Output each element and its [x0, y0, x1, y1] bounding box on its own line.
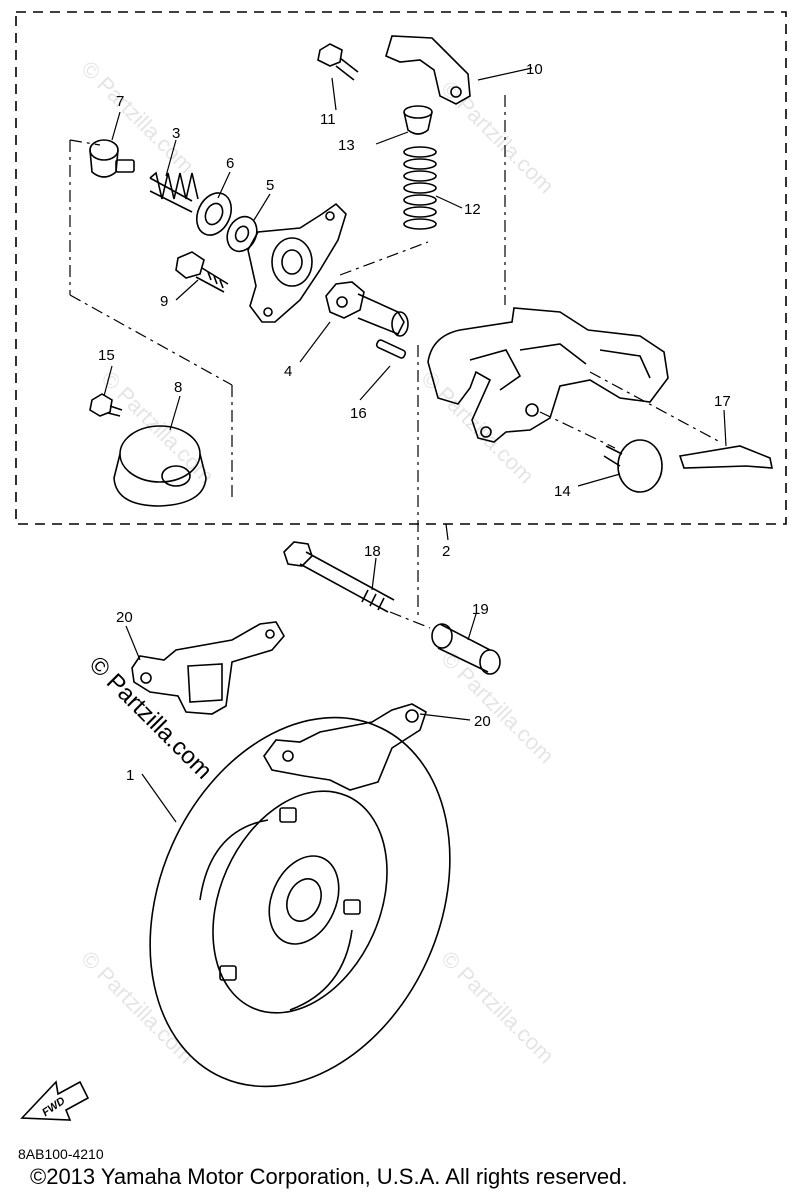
callout-3: 3 [172, 125, 180, 142]
callout-15: 15 [98, 347, 115, 364]
part-19-sleeve [431, 623, 501, 675]
alignment-lines [69, 95, 721, 629]
watermarks: © Partzilla.com © Partzilla.com © Partzi… [76, 56, 559, 1069]
part-20-brake-pad-left [131, 621, 285, 715]
caliper-body [427, 307, 669, 443]
callout-12: 12 [464, 201, 481, 218]
leader-lines [103, 67, 727, 823]
part-6-circlip [195, 192, 233, 236]
callout-20-disc: 20 [474, 713, 491, 730]
part-7-bleed-screw [89, 139, 135, 178]
callout-6: 6 [226, 155, 234, 172]
watermark: © Partzilla.com [96, 366, 219, 489]
watermark: © Partzilla.com [76, 56, 199, 179]
callout-5: 5 [266, 177, 274, 194]
callout-13: 13 [338, 137, 355, 154]
callout-2: 2 [442, 543, 450, 560]
watermark: © Partzilla.com [76, 946, 199, 1069]
callout-18: 18 [364, 543, 381, 560]
callout-17: 17 [714, 393, 731, 410]
part-1-brake-disc [149, 716, 451, 1088]
callout-10: 10 [526, 61, 543, 78]
callout-14: 14 [554, 483, 571, 500]
callout-20-left: 20 [116, 609, 133, 626]
copyright-notice: ©2013 Yamaha Motor Corporation, U.S.A. A… [30, 1164, 628, 1189]
callout-9: 9 [160, 293, 168, 310]
part-16-pin [375, 339, 407, 359]
part-13-plug [403, 105, 433, 135]
callout-4: 4 [284, 363, 292, 380]
part-14-pin [603, 439, 663, 493]
part-12-spring [403, 146, 437, 230]
part-15-bolt [89, 393, 123, 417]
part-8-cap [113, 425, 207, 507]
watermark: © Partzilla.com [436, 76, 559, 199]
watermark-main: © Partzilla.com [84, 651, 217, 784]
watermark: © Partzilla.com [416, 366, 539, 489]
callout-7: 7 [116, 93, 124, 110]
callout-1: 1 [126, 767, 134, 784]
callout-19: 19 [472, 601, 489, 618]
caliper-bracket [247, 202, 347, 323]
part-3-spring [149, 171, 199, 213]
part-20-brake-pad-disc [263, 703, 427, 791]
part-10-bracket-arm [385, 35, 471, 105]
watermark: © Partzilla.com [436, 946, 559, 1069]
callouts: 1 2 3 4 5 6 7 8 9 10 11 12 13 14 15 16 1… [98, 61, 731, 784]
callout-8: 8 [174, 379, 182, 396]
part-11-bolt [317, 43, 359, 81]
watermark: © Partzilla.com [436, 646, 559, 769]
caliper-assembly-boundary [15, 11, 787, 525]
fwd-label: FWD [40, 1095, 67, 1119]
fwd-arrow-icon [20, 1080, 90, 1121]
part-18-long-bolt [283, 541, 395, 613]
part-9-bolt [175, 251, 229, 293]
part-17-clip [678, 445, 773, 469]
diagram-code: 8AB100-4210 [18, 1146, 104, 1162]
part-5-washer [226, 215, 258, 253]
callout-11: 11 [320, 111, 336, 128]
part-4-actuator-shaft [325, 281, 409, 337]
callout-16: 16 [350, 405, 367, 422]
